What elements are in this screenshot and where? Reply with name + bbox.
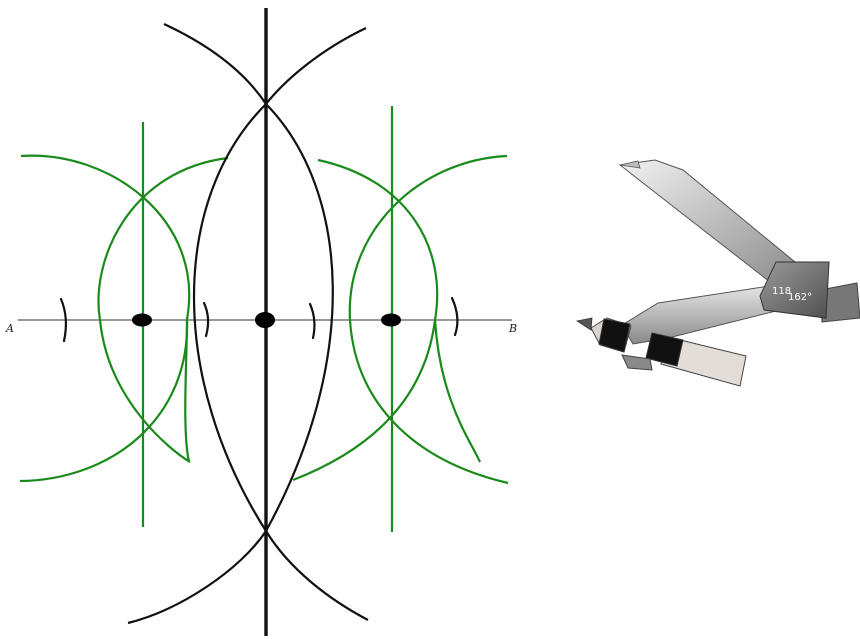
arc-ticks — [59, 296, 459, 343]
right-quarter-point — [381, 313, 401, 327]
black-arc — [193, 27, 369, 621]
green-arc — [348, 154, 509, 485]
main-construction — [127, 8, 369, 636]
dial-angle-main: 118 — [772, 286, 791, 297]
dial-angle-sub: 162° — [788, 292, 812, 303]
green-arc — [433, 319, 482, 463]
green-arc — [19, 319, 189, 483]
lead-point — [575, 317, 593, 331]
green-arc — [20, 154, 191, 463]
arc-tick — [202, 301, 210, 338]
arc-tick — [450, 296, 459, 337]
green-arc — [97, 156, 229, 463]
arc-tick — [308, 302, 316, 340]
needle-grip[interactable] — [598, 318, 631, 353]
needle-tip — [619, 160, 641, 169]
arc-tick — [59, 297, 68, 343]
marked-points — [132, 312, 401, 328]
left-quarter-point — [132, 313, 152, 327]
pencil-grip[interactable] — [645, 332, 684, 367]
midpoint — [255, 312, 275, 328]
point-a-label: A — [5, 322, 14, 335]
needle-leg — [618, 159, 796, 283]
compass-hinge[interactable] — [759, 261, 830, 319]
left-construction — [19, 122, 229, 527]
compass-foot — [621, 354, 653, 371]
compass-tool[interactable]: 118 162° — [575, 159, 860, 387]
pencil-leg — [621, 284, 781, 345]
black-arc — [127, 23, 334, 625]
point-b-label: B — [508, 322, 517, 335]
